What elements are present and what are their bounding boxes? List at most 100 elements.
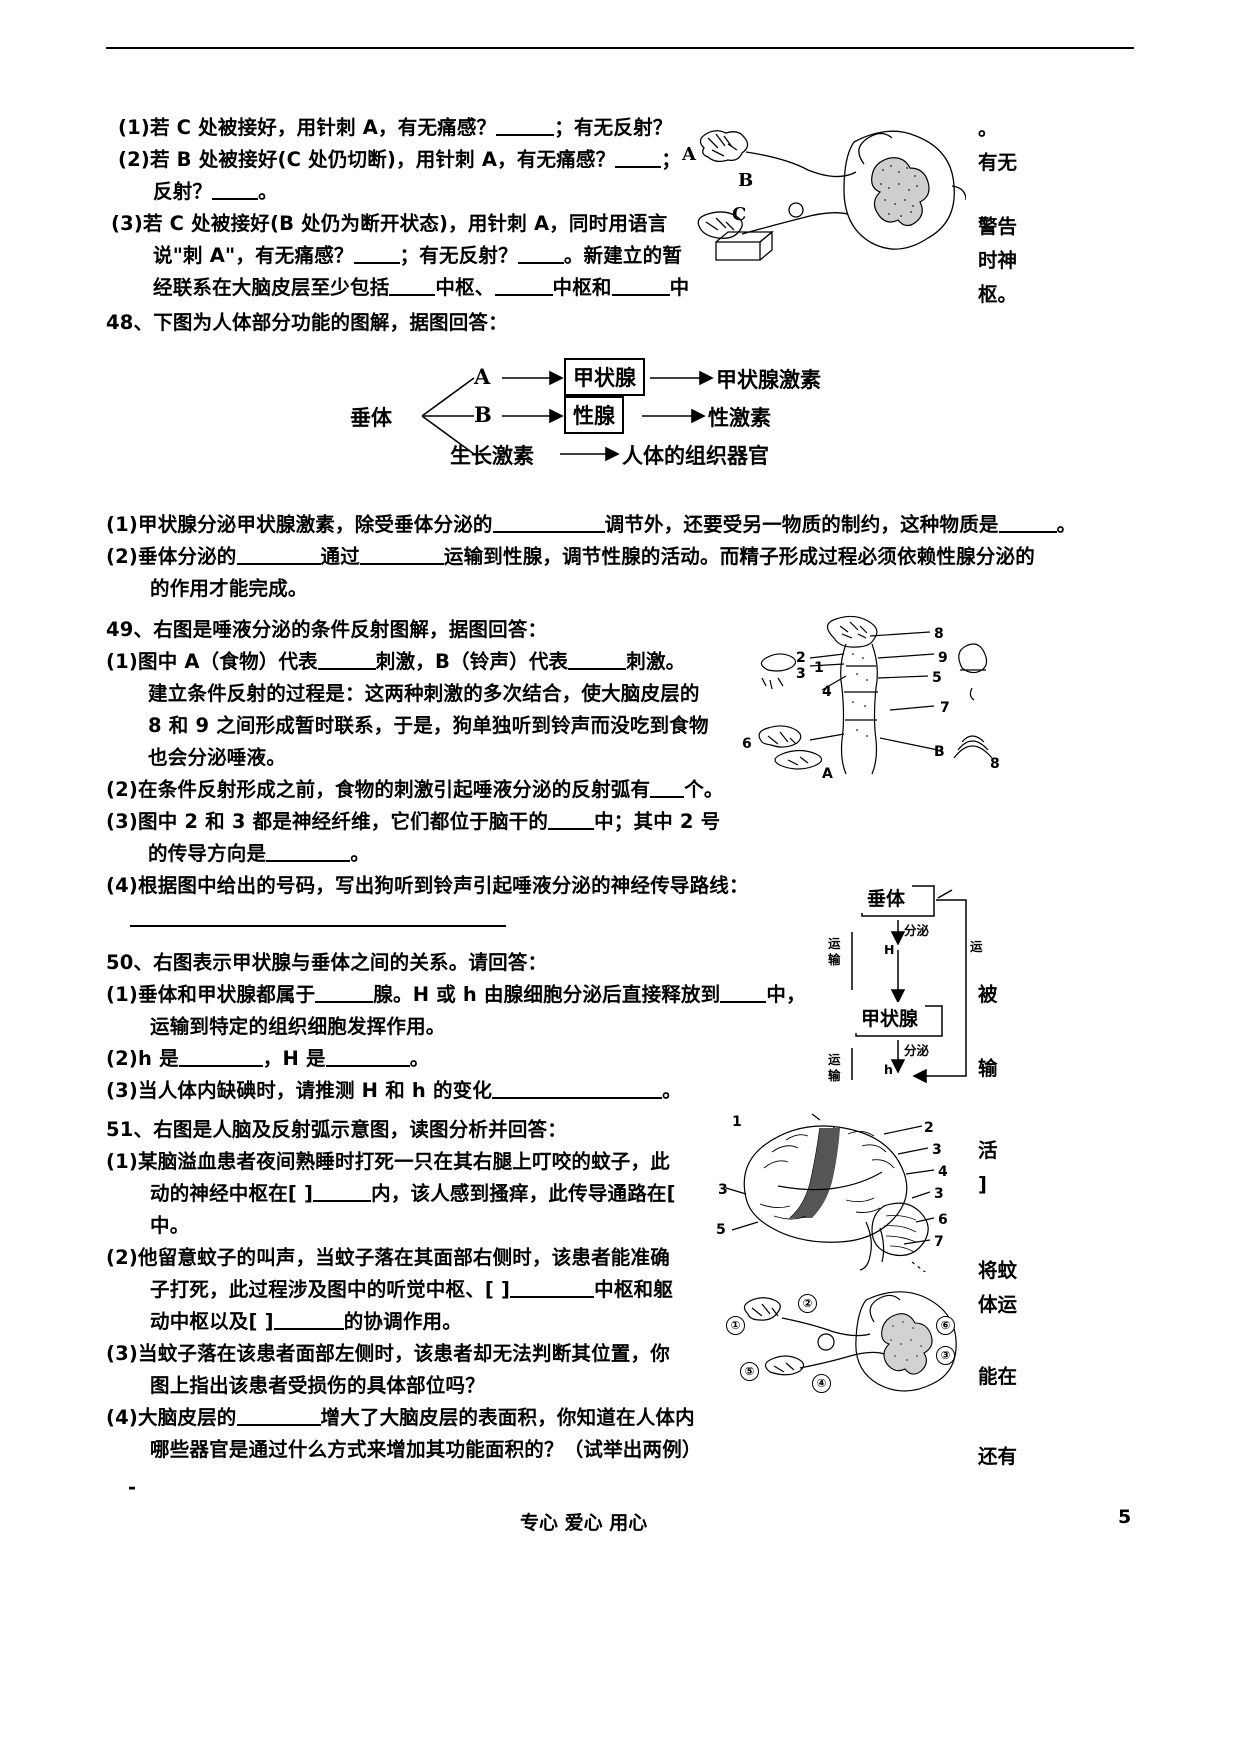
answer-blank[interactable] [568,668,627,670]
q51-line-7: (3)当蚊子落在该患者面部左侧时，该患者却无法判断其位置，你 [106,1342,670,1365]
q51-arc-num-6: ⑥ [936,1316,955,1335]
q50-h-upper-label: H [884,942,895,957]
answer-blank[interactable] [548,828,595,830]
q47-right-margin: 。 有无 警告 时神 枢。 [978,112,1017,312]
q50-transport-right: 运 [970,939,983,954]
answer-blank[interactable] [517,262,564,264]
answer-blank[interactable] [266,860,351,862]
answer-blank[interactable] [359,563,444,565]
q49-text-2b: 个。 [684,778,724,801]
q50-line-4: (3)当人体内缺碘时，请推测 H 和 h 的变化。 [106,1081,682,1101]
q49-num-7: 7 [940,700,950,716]
q47-line-5: 说"刺 A"，有无痛感？；有无反射？。新建立的暂 [153,246,682,266]
margin-text: 还有 [978,1445,1018,1468]
transport-char-2: 输 [828,952,841,967]
q49-diagram [758,615,993,775]
q51-brain-svg [725,1113,935,1272]
q51-reflex-arc-figure: ① ② ⑥ ③ ⑤ ④ [716,1280,966,1400]
q47-text-1a: (1)若 C 处被接好，用针刺 A，有无痛感？ [118,116,497,139]
margin-text: 有无 [978,151,1018,174]
answer-blank[interactable] [389,294,436,296]
answer-blank[interactable] [611,294,670,296]
q49-text-3b: 中；其中 2 号 [594,810,721,833]
q50-text-3a: (3)当人体内缺碘时，请推测 H 和 h 的变化 [106,1079,493,1102]
q48-endocrine-diagram: 垂体 A B 甲状腺 性腺 甲状腺激素 性激素 生长激素 人体的组织器官 [350,350,890,480]
q49-label-b: B [934,744,945,760]
answer-blank[interactable] [492,531,605,533]
q50-title: 50、右图表示甲状腺与垂体之间的关系。请回答： [106,951,548,974]
answer-blank[interactable] [492,1097,663,1099]
q49-line-6: (3)图中 2 和 3 都是神经纤维，它们都位于脑干的中；其中 2 号 [106,812,720,832]
margin-text: 活 [978,1139,998,1162]
q48-thyroid-hormone-label: 甲状腺激素 [716,367,821,392]
answer-blank[interactable] [998,531,1057,533]
q51-line-2: 动的神经中枢在[ ]内，该人感到搔痒，此传导通路在[ [150,1184,676,1204]
answer-blank[interactable] [650,796,685,798]
q48-title: 48、下图为人体部分功能的图解，据图回答： [106,311,508,334]
q51-line-5: 子打死，此过程涉及图中的听觉中枢、[ ]中枢和躯 [150,1280,673,1300]
q47-text-5b: ；有无反射？ [399,244,518,267]
q51-text-2c: 中枢和躯 [594,1278,673,1301]
q51-line-9: (4)大脑皮层的增大了大脑皮层的表面积，你知道在人体内 [106,1408,695,1428]
q49-answer-line[interactable] [130,925,506,927]
q48-arrows [421,370,714,462]
q49-num-6: 6 [742,736,752,752]
q47-text-5a: 说"刺 A"，有无痛感？ [153,244,354,267]
q51-brain-num-4: 4 [938,1164,948,1180]
q49-text-3c: 的传导方向是 [148,842,267,865]
q51-brain-num-3c: 3 [718,1182,728,1198]
q49-num-1: 1 [814,660,824,676]
answer-blank[interactable] [313,1200,372,1202]
q51-arc-num-5: ⑤ [740,1362,759,1381]
q50-pituitary-box: 垂体 [860,882,913,913]
q49-num-4: 4 [822,684,832,700]
answer-blank[interactable] [236,1424,321,1426]
q47-text-6a: 经联系在大脑皮层至少包括 [153,276,390,299]
q51-brain-num-2: 2 [924,1120,934,1136]
answer-blank[interactable] [494,294,553,296]
answer-blank[interactable] [720,1001,767,1003]
q50-thyroid-box: 甲状腺 [854,1002,926,1033]
margin-text: 输 [978,1057,998,1080]
answer-blank[interactable] [273,1328,344,1330]
q49-num-5: 5 [932,670,942,686]
q47-text-3a: 反射？ [153,180,213,203]
q50-text-2b: ，H 是 [262,1047,326,1070]
answer-blank[interactable] [315,1001,374,1003]
answer-blank[interactable] [178,1065,263,1067]
q47-line-2: (2)若 B 处被接好(C 处仍切断)，用针刺 A，有无痛感？； [118,150,681,170]
answer-blank[interactable] [510,1296,595,1298]
q50-text-2a: (2)h 是 [106,1047,179,1070]
q51-arc-num-1: ① [726,1316,745,1335]
answer-blank[interactable] [325,1065,410,1067]
answer-blank[interactable] [212,198,259,200]
q51-arc-num-4: ④ [812,1374,831,1393]
q50-feedback-diagram: 垂体 甲状腺 分泌 分泌 H h 运 输 运 输 运 [826,880,986,1095]
answer-blank[interactable] [496,134,555,136]
answer-blank[interactable] [353,262,400,264]
answer-blank[interactable] [615,166,662,168]
q51-brain-num-7: 7 [934,1234,944,1250]
q50-text-1b: 腺。H 或 h 由腺细胞分泌后直接释放到 [373,983,721,1006]
q48-text-2c: 运输到性腺，调节性腺的活动。而精子形成过程必须依赖性腺分泌的 [443,545,1035,568]
q51-text-2e: 的协调作用。 [343,1310,462,1333]
q50-line-2: 运输到特定的组织细胞发挥作用。 [150,1015,446,1038]
q48-item-2: (2)垂体分泌的通过运输到性腺，调节性腺的活动。而精子形成过程必须依赖性腺分泌的 [106,547,1035,567]
q51-brain-num-3a: 3 [932,1142,942,1158]
q47-text-6d: 中 [669,276,690,299]
q48-sex-hormone-label: 性激素 [708,405,771,430]
q47-text-2a: (2)若 B 处被接好(C 处仍切断)，用针刺 A，有无痛感？ [118,148,616,171]
q49-num-3: 3 [796,666,806,682]
q47-label-b: B [738,170,754,191]
q50-line-3: (2)h 是，H 是。 [106,1049,429,1069]
answer-blank[interactable] [317,668,376,670]
q49-text-2a: (2)在条件反射形成之前，食物的刺激引起唾液分泌的反射弧有 [106,778,651,801]
reflex-arc-diagram [697,130,966,261]
answer-blank[interactable] [236,563,321,565]
q48-text-1b: 调节外，还要受另一物质的制约，这种物质是 [604,513,999,536]
q51-brain-num-6: 6 [938,1212,948,1228]
q47-line-6: 经联系在大脑皮层至少包括中枢、中枢和中 [153,278,689,298]
q48-branch-a-label: A [474,364,491,389]
q51-brain-num-1: 1 [732,1114,742,1130]
q49-num-8-bottom: 8 [990,756,1000,772]
